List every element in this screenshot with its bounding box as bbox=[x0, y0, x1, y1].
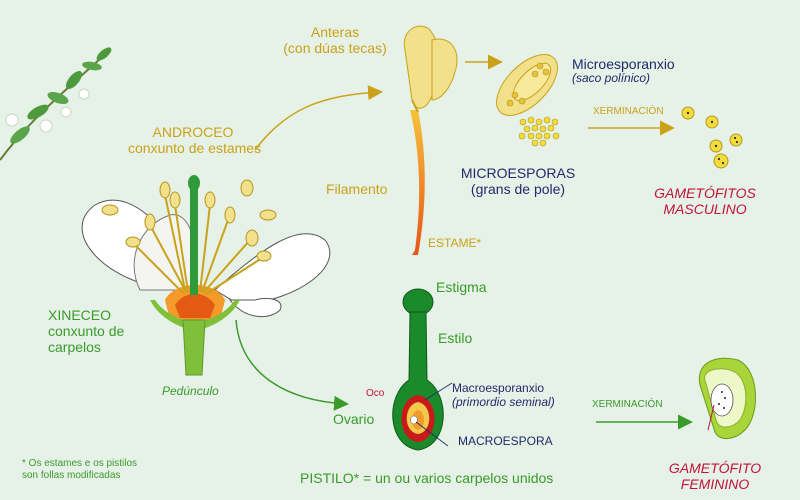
style-label: Estilo bbox=[438, 330, 473, 346]
macrosporangium-label: Macroesporanxio (primordio seminal) bbox=[452, 381, 555, 410]
xineceo-label: XINECEO conxunto de carpelos bbox=[48, 307, 124, 355]
stigma-label: Estigma bbox=[436, 279, 487, 295]
female-gametophyte-title: GAMETÓFITO bbox=[668, 460, 762, 476]
footnote: * Os estames e os pistilos son follas mo… bbox=[22, 458, 137, 481]
flower-cross-section bbox=[81, 175, 331, 376]
ovary-label: Ovario bbox=[333, 411, 375, 427]
microspores-title: MICROESPORAS bbox=[460, 165, 576, 181]
anthers-label: Anteras (con dúas tecas) bbox=[270, 24, 400, 56]
microspores-illustration bbox=[518, 116, 560, 147]
microsporangium-illustration bbox=[496, 54, 558, 116]
microspores-subtitle: (grans de pole) bbox=[470, 181, 566, 198]
filament-label: Filamento bbox=[326, 181, 388, 197]
male-gametophyte-label: GAMETÓFITOS MASCULINO bbox=[640, 185, 770, 217]
germination-top-label: XERMINACIÓN bbox=[593, 106, 664, 117]
footnote-line-1: * Os estames e os pistilos bbox=[22, 458, 138, 469]
macrosporangium-subtitle: (primordio seminal) bbox=[452, 394, 555, 409]
macrospore-label: MACROESPORA bbox=[458, 434, 553, 448]
oco-label: Oco bbox=[366, 388, 385, 399]
microsporangium-label: Microesporanxio (saco polínico) bbox=[572, 56, 675, 86]
male-gametophyte-title: GAMETÓFITOS bbox=[654, 185, 756, 201]
female-gametophyte-label: GAMETÓFITO FEMININO bbox=[655, 460, 775, 492]
female-gametophyte-illustration bbox=[698, 357, 756, 439]
pistil-illustration bbox=[392, 288, 453, 451]
arrow-to-pistil bbox=[235, 319, 349, 411]
stamen-label: ESTAME* bbox=[428, 236, 482, 250]
stamen-illustration bbox=[403, 25, 458, 255]
peduncle-label: Pedúnculo bbox=[162, 384, 219, 398]
anthers-subtitle: (con dúas tecas) bbox=[283, 40, 387, 57]
microsporangium-subtitle: (saco polínico) bbox=[572, 71, 651, 86]
female-gametophyte-subtitle: FEMININO bbox=[680, 476, 750, 493]
anthers-title: Anteras bbox=[310, 24, 360, 40]
microsporangium-title: Microesporanxio bbox=[572, 56, 675, 72]
pistil-note: PISTILO* = un ou varios carpelos unidos bbox=[300, 470, 554, 486]
germination-bottom-label: XERMINACIÓN bbox=[592, 399, 663, 410]
arrow-to-stamen bbox=[254, 85, 383, 151]
xineceo-subtitle-1: conxunto de bbox=[48, 323, 125, 340]
xineceo-subtitle-2: carpelos bbox=[48, 339, 101, 356]
androceo-label: ANDROCEO conxunto de estames bbox=[128, 124, 262, 157]
macrosporangium-title: Macroesporanxio bbox=[452, 381, 545, 395]
male-gametophytes-illustration bbox=[681, 106, 743, 169]
xineceo-title: XINECEO bbox=[48, 307, 112, 323]
androceo-subtitle: conxunto de estames bbox=[128, 140, 262, 157]
microspores-label: MICROESPORAS (grans de pole) bbox=[458, 165, 578, 197]
male-gametophyte-subtitle: MASCULINO bbox=[663, 201, 747, 218]
footnote-line-2: son follas modificadas bbox=[22, 469, 121, 481]
androceo-title: ANDROCEO bbox=[152, 124, 234, 140]
branch-illustration bbox=[0, 47, 112, 161]
